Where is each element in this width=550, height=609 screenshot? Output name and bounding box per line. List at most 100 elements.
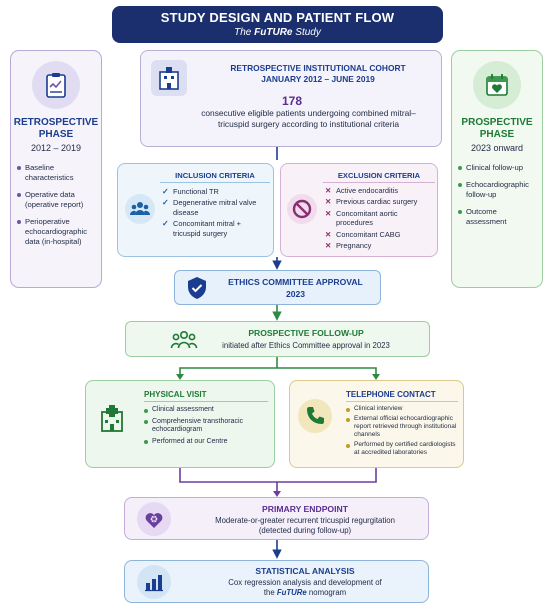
list-item: ✓Degenerative mitral valve disease bbox=[162, 198, 257, 217]
list-item: Clinical assessment bbox=[144, 406, 268, 415]
arrow-head-phone bbox=[372, 374, 380, 380]
list-item: ✓Concomitant mitral + tricuspid surgery bbox=[162, 219, 241, 238]
hospital-icon bbox=[151, 60, 187, 96]
list-item: ✕Pregnancy bbox=[325, 241, 372, 251]
clipboard-chart-icon bbox=[32, 61, 80, 109]
telephone-title: TELEPHONE CONTACT bbox=[346, 390, 436, 399]
subtitle-study-name: FuTURe bbox=[254, 27, 293, 38]
endpoint-title: PRIMARY ENDPOINT bbox=[262, 504, 348, 514]
ethics-approval-box: ETHICS COMMITTEE APPROVAL 2023 bbox=[174, 270, 381, 305]
physical-visit-list: Clinical assessment Comprehensive transt… bbox=[144, 406, 268, 449]
endpoint-description: Moderate-or-greater recurrent tricuspid … bbox=[185, 516, 425, 536]
endpoint-line1: Moderate-or-greater recurrent tricuspid … bbox=[215, 516, 395, 525]
inclusion-text: Degenerative mitral valve disease bbox=[173, 198, 257, 217]
exclusion-title: EXCLUSION CRITERIA bbox=[337, 171, 421, 180]
inclusion-list: ✓Functional TR ✓Degenerative mitral valv… bbox=[162, 187, 270, 240]
inclusion-criteria-box: INCLUSION CRITERIA ✓Functional TR ✓Degen… bbox=[117, 163, 274, 257]
inclusion-text: Concomitant mitral + tricuspid surgery bbox=[173, 219, 241, 238]
followup-title: PROSPECTIVE FOLLOW-UP bbox=[248, 328, 364, 338]
list-item: Operative data (operative report) bbox=[17, 190, 95, 210]
endpoint-line2: (detected during follow-up) bbox=[258, 526, 352, 535]
list-item: Perioperative echocardiographic data (in… bbox=[17, 217, 95, 247]
list-item: ✕Previous cardiac surgery bbox=[325, 197, 418, 207]
shield-check-icon bbox=[183, 274, 211, 302]
exclusion-criteria-box: EXCLUSION CRITERIA ✕Active endocarditis … bbox=[280, 163, 438, 257]
ethics-year: 2023 bbox=[285, 289, 306, 299]
exclusion-text: Previous cardiac surgery bbox=[336, 197, 418, 207]
list-item: External official echocardiographic repo… bbox=[346, 415, 460, 439]
page-subtitle: The FuTURe Study bbox=[112, 27, 443, 38]
cohort-title: RETROSPECTIVE INSTITUTIONAL COHORT bbox=[230, 63, 406, 73]
prospective-item-list: Clinical follow-up Echocardiographic fol… bbox=[458, 163, 536, 227]
prospective-phase-years: 2023 onward bbox=[470, 143, 524, 153]
heart-valve-icon bbox=[137, 502, 171, 536]
subtitle-prefix: The bbox=[234, 27, 255, 38]
followup-description: initiated after Ethics Committee approva… bbox=[222, 341, 390, 350]
stats-title: STATISTICAL ANALYSIS bbox=[255, 566, 355, 576]
prohibited-icon bbox=[287, 194, 317, 224]
inclusion-divider bbox=[160, 182, 270, 183]
list-item: Clinical follow-up bbox=[458, 163, 536, 173]
stats-study-name: FuTURe bbox=[276, 588, 307, 597]
list-item: Comprehensive transthoracic echocardiogr… bbox=[144, 418, 268, 435]
retrospective-phase-years: 2012 – 2019 bbox=[30, 143, 82, 153]
exclusion-text: Pregnancy bbox=[336, 241, 372, 251]
telephone-contact-box: TELEPHONE CONTACT Clinical interview Ext… bbox=[289, 380, 464, 468]
ethics-title: ETHICS COMMITTEE APPROVAL bbox=[228, 277, 363, 287]
list-item: ✕Active endocarditis bbox=[325, 186, 399, 195]
people-icon bbox=[170, 327, 198, 353]
subtitle-suffix: Study bbox=[292, 27, 321, 38]
arrow-branches-merge bbox=[179, 468, 377, 494]
arrow-followup-split bbox=[179, 357, 377, 378]
cohort-count: 178 bbox=[281, 94, 303, 108]
list-item: Outcome assessment bbox=[458, 207, 536, 227]
list-item: Baseline characteristics bbox=[17, 163, 95, 183]
arrow-head-visit bbox=[176, 374, 184, 380]
group-icon bbox=[125, 194, 155, 224]
cohort-description: consecutive eligible patients undergoing… bbox=[201, 108, 416, 129]
cohort-dates: JANUARY 2012 – JUNE 2019 bbox=[261, 74, 375, 84]
list-item: Performed by certified cardiologists at … bbox=[346, 441, 460, 457]
exclusion-text: Concomitant CABG bbox=[336, 229, 401, 239]
phone-divider bbox=[346, 401, 458, 402]
telephone-list: Clinical interview External official ech… bbox=[346, 405, 460, 459]
retrospective-item-list: Baseline characteristics Operative data … bbox=[17, 163, 95, 247]
phone-icon bbox=[298, 399, 332, 433]
prospective-followup-box: PROSPECTIVE FOLLOW-UP initiated after Et… bbox=[125, 321, 430, 357]
pro-title-line2: PHASE bbox=[479, 129, 515, 140]
list-item: ✓Functional TR bbox=[162, 187, 219, 196]
list-item: Clinical interview bbox=[346, 405, 460, 413]
exclusion-list: ✕Active endocarditis ✕Previous cardiac s… bbox=[325, 186, 435, 252]
list-item: Performed at our Centre bbox=[144, 438, 268, 447]
stats-description: Cox regression analysis and development … bbox=[185, 578, 425, 598]
visit-divider bbox=[144, 401, 268, 402]
stats-line2-suffix: nomogram bbox=[306, 588, 347, 597]
primary-endpoint-box: PRIMARY ENDPOINT Moderate-or-greater rec… bbox=[124, 497, 429, 540]
inclusion-title: INCLUSION CRITERIA bbox=[175, 171, 255, 180]
statistical-analysis-box: STATISTICAL ANALYSIS Cox regression anal… bbox=[124, 560, 429, 603]
physical-visit-box: PHYSICAL VISIT Clinical assessment Compr… bbox=[85, 380, 275, 468]
stats-line2-prefix: the bbox=[263, 588, 277, 597]
list-item: ✕Concomitant CABG bbox=[325, 229, 401, 239]
pro-title-line1: PROSPECTIVE bbox=[461, 117, 533, 128]
retro-title-line2: PHASE bbox=[38, 129, 74, 140]
arrow-head-endpoint bbox=[273, 491, 281, 497]
title-banner: STUDY DESIGN AND PATIENT FLOW The FuTURe… bbox=[112, 6, 443, 43]
exclusion-divider bbox=[323, 182, 435, 183]
bar-chart-icon bbox=[137, 565, 171, 599]
list-item: Echocardiographic follow-up bbox=[458, 180, 536, 200]
list-item: ✕Concomitant aortic procedures bbox=[325, 208, 398, 228]
page-title: STUDY DESIGN AND PATIENT FLOW bbox=[160, 10, 395, 25]
exclusion-text: Active endocarditis bbox=[336, 186, 399, 195]
clinic-building-icon bbox=[95, 401, 129, 435]
stats-line1: Cox regression analysis and development … bbox=[228, 578, 382, 587]
physical-visit-title: PHYSICAL VISIT bbox=[144, 390, 207, 399]
inclusion-text: Functional TR bbox=[173, 187, 219, 196]
exclusion-text: Concomitant aortic procedures bbox=[336, 208, 398, 228]
